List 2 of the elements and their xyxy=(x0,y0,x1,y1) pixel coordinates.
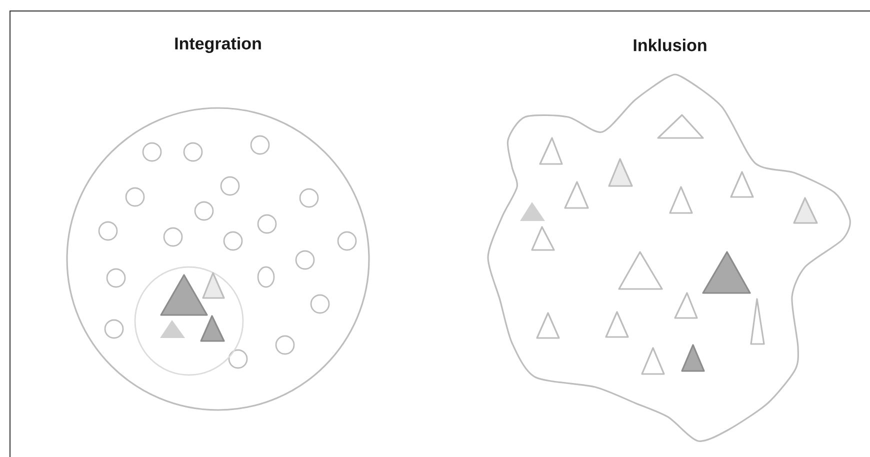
heading: Integration xyxy=(175,37,261,53)
heading: Inklusion xyxy=(634,38,706,52)
